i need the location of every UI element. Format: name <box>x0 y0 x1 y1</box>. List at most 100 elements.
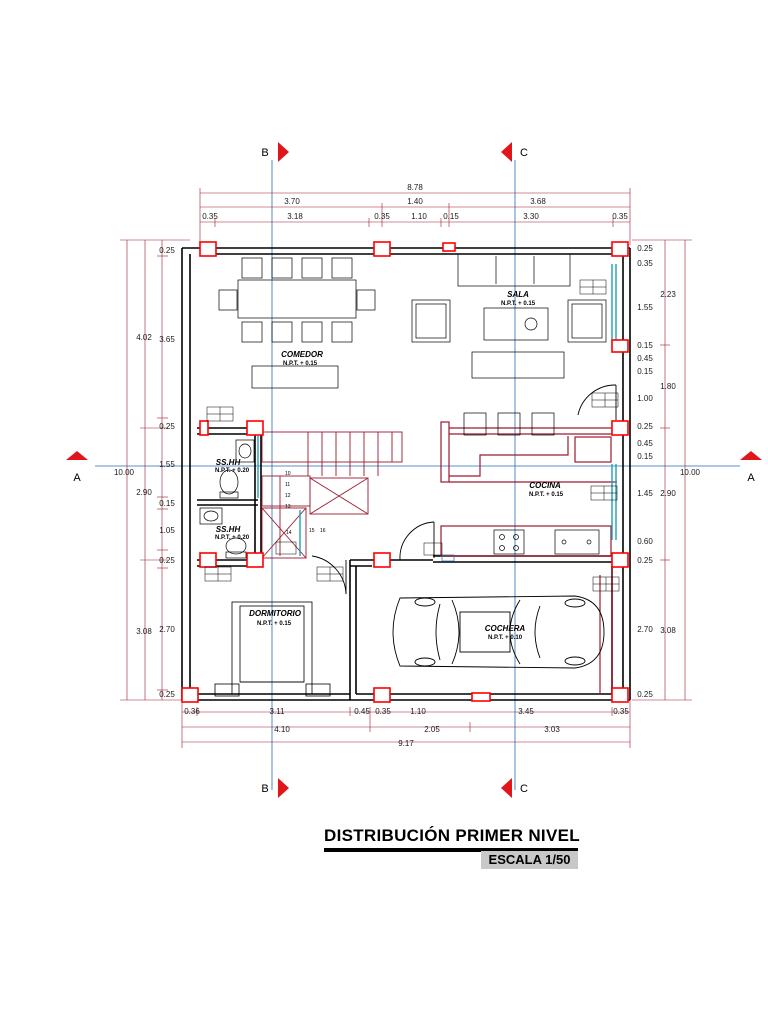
svg-text:0.60: 0.60 <box>637 537 653 546</box>
bed <box>214 601 331 697</box>
svg-text:A: A <box>73 472 81 484</box>
stair-numbers: 10 11 12 13 14 15 16 <box>285 471 326 536</box>
svg-text:3.68: 3.68 <box>530 197 546 206</box>
svg-text:1.55: 1.55 <box>159 460 175 469</box>
svg-text:SALA: SALA <box>507 290 529 299</box>
svg-text:4.02: 4.02 <box>136 333 152 342</box>
svg-text:2.05: 2.05 <box>424 725 440 734</box>
svg-text:0.25: 0.25 <box>159 422 175 431</box>
svg-text:3.30: 3.30 <box>523 212 539 221</box>
svg-text:0.35: 0.35 <box>612 212 628 221</box>
room-label-dormitorio: DORMITORIO N.P.T. + 0.15 <box>249 609 302 627</box>
svg-text:2.23: 2.23 <box>660 290 676 299</box>
title-underline <box>324 848 578 852</box>
bathroom-fixtures <box>199 439 255 559</box>
axis-marker-c-top: C <box>501 142 528 162</box>
axis-marker-b-bottom: B <box>261 778 289 798</box>
svg-text:0.15: 0.15 <box>637 367 653 376</box>
svg-text:0.25: 0.25 <box>637 690 653 699</box>
svg-text:1.00: 1.00 <box>637 394 653 403</box>
finish-tags <box>204 279 620 592</box>
svg-text:COCINA: COCINA <box>529 481 561 490</box>
svg-text:N.P.T. + 0.15: N.P.T. + 0.15 <box>257 621 292 627</box>
svg-text:0.15: 0.15 <box>637 452 653 461</box>
room-label-cocina: COCINA N.P.T. + 0.15 <box>529 481 564 498</box>
svg-text:N.P.T. + 0.15: N.P.T. + 0.15 <box>283 361 318 367</box>
svg-text:0.15: 0.15 <box>159 499 175 508</box>
svg-text:11: 11 <box>285 482 290 488</box>
svg-text:9.17: 9.17 <box>398 739 414 748</box>
axis-marker-c-bottom: C <box>501 778 528 798</box>
svg-text:N.P.T. + 0.10: N.P.T. + 0.10 <box>488 635 523 641</box>
svg-text:16: 16 <box>320 528 326 534</box>
svg-text:0.25: 0.25 <box>637 422 653 431</box>
svg-text:3.65: 3.65 <box>159 335 175 344</box>
axis-marker-a-left: A <box>66 451 88 484</box>
scale-badge: ESCALA 1/50 <box>481 851 578 869</box>
axis-marker-a-right: A <box>740 451 762 484</box>
axis-marker-b-top: B <box>261 142 289 162</box>
dining-table <box>218 257 376 389</box>
doors <box>311 384 617 595</box>
svg-text:2.70: 2.70 <box>159 625 175 634</box>
room-label-cochera: COCHERA N.P.T. + 0.10 <box>485 624 526 641</box>
dimension-labels-left: 10.00 4.02 2.90 3.08 0.25 3.65 0.25 1.55… <box>114 246 175 699</box>
dimension-labels-top: 8.78 3.70 1.40 3.68 0.35 3.18 0.35 1.10 … <box>202 183 628 221</box>
svg-text:8.78: 8.78 <box>407 183 423 192</box>
stair <box>261 431 403 559</box>
svg-text:N.P.T. + 0.20: N.P.T. + 0.20 <box>215 468 250 474</box>
svg-text:14: 14 <box>286 530 292 536</box>
svg-text:0.35: 0.35 <box>637 259 653 268</box>
svg-text:N.P.T. + 0.15: N.P.T. + 0.15 <box>529 492 564 498</box>
svg-text:10.00: 10.00 <box>114 468 135 477</box>
svg-text:0.45: 0.45 <box>637 354 653 363</box>
svg-text:2.90: 2.90 <box>136 488 152 497</box>
svg-text:1.80: 1.80 <box>660 382 676 391</box>
kitchen-partitions <box>440 421 618 694</box>
svg-text:0.45: 0.45 <box>637 439 653 448</box>
plan-title: DISTRIBUCIÓN PRIMER NIVEL <box>324 826 580 845</box>
svg-text:0.15: 0.15 <box>443 212 459 221</box>
svg-text:1.10: 1.10 <box>411 212 427 221</box>
svg-text:1.10: 1.10 <box>410 707 426 716</box>
svg-text:12: 12 <box>285 493 291 499</box>
windows <box>257 264 617 556</box>
svg-text:15: 15 <box>309 528 315 534</box>
svg-text:SS.HH: SS.HH <box>216 525 241 534</box>
columns <box>181 241 629 703</box>
svg-text:3.11: 3.11 <box>270 707 286 716</box>
svg-text:0.25: 0.25 <box>159 690 175 699</box>
svg-text:0.35: 0.35 <box>374 212 390 221</box>
svg-text:SS.HH: SS.HH <box>216 458 241 467</box>
svg-text:3.08: 3.08 <box>136 627 152 636</box>
svg-text:0.35: 0.35 <box>202 212 218 221</box>
svg-text:3.70: 3.70 <box>284 197 300 206</box>
svg-text:3.03: 3.03 <box>544 725 560 734</box>
svg-text:B: B <box>261 147 268 159</box>
svg-text:0.25: 0.25 <box>159 246 175 255</box>
svg-text:3.45: 3.45 <box>518 707 534 716</box>
svg-text:13: 13 <box>285 504 291 510</box>
svg-text:N.P.T. + 0.15: N.P.T. + 0.15 <box>501 301 536 307</box>
svg-text:C: C <box>520 783 528 795</box>
svg-text:2.70: 2.70 <box>637 625 653 634</box>
svg-text:3.18: 3.18 <box>287 212 303 221</box>
svg-text:C: C <box>520 147 528 159</box>
dimension-labels-right: 10.00 2.23 1.80 2.90 3.08 0.25 0.35 1.55… <box>637 244 700 699</box>
svg-text:0.15: 0.15 <box>637 341 653 350</box>
svg-text:COMEDOR: COMEDOR <box>281 350 323 359</box>
svg-text:A: A <box>747 472 755 484</box>
scale-label: ESCALA 1/50 <box>488 852 571 867</box>
svg-text:B: B <box>261 783 268 795</box>
svg-text:3.08: 3.08 <box>660 626 676 635</box>
room-label-comedor: COMEDOR N.P.T. + 0.15 <box>281 350 323 367</box>
svg-text:DORMITORIO: DORMITORIO <box>249 609 302 618</box>
room-label-sshh-1: SS.HH N.P.T. + 0.20 <box>215 458 250 474</box>
dimension-lines <box>120 188 692 748</box>
svg-text:0.25: 0.25 <box>637 556 653 565</box>
svg-text:COCHERA: COCHERA <box>485 624 526 633</box>
svg-text:0.25: 0.25 <box>637 244 653 253</box>
svg-text:1.55: 1.55 <box>637 303 653 312</box>
svg-text:2.90: 2.90 <box>660 489 676 498</box>
svg-text:0.35: 0.35 <box>613 707 629 716</box>
